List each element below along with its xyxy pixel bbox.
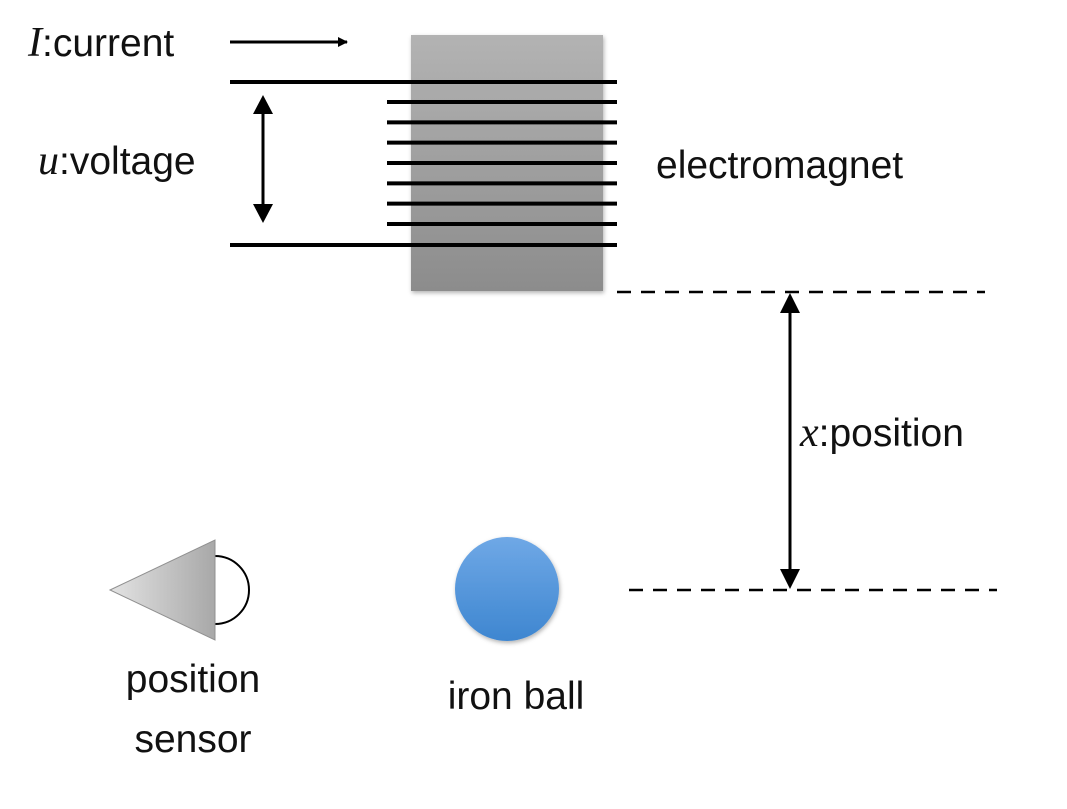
coil-windings [387,100,617,226]
iron-ball [455,537,559,641]
position-text: :position [818,412,964,455]
voltage-symbol: u [38,138,59,184]
current-label: I:current [28,22,174,64]
voltage-arrow-head-bottom [253,204,273,223]
position-symbol: x [800,410,819,456]
voltage-arrow-head-top [253,95,273,114]
position-arrow-head-top [780,293,800,313]
voltage-label: u:voltage [38,140,196,182]
current-text: :current [42,22,175,65]
position-arrow-head-bottom [780,569,800,589]
iron-ball-label: iron ball [447,675,585,718]
sensor-lens [214,555,250,625]
sensor-label-line1: position [125,658,261,701]
position-label: x:position [800,412,964,454]
electromagnet-label: electromagnet [656,144,904,187]
position-sensor-icon [108,539,216,641]
current-symbol: I [28,20,42,66]
voltage-text: :voltage [59,140,196,183]
sensor-label-line2: sensor [134,718,252,761]
